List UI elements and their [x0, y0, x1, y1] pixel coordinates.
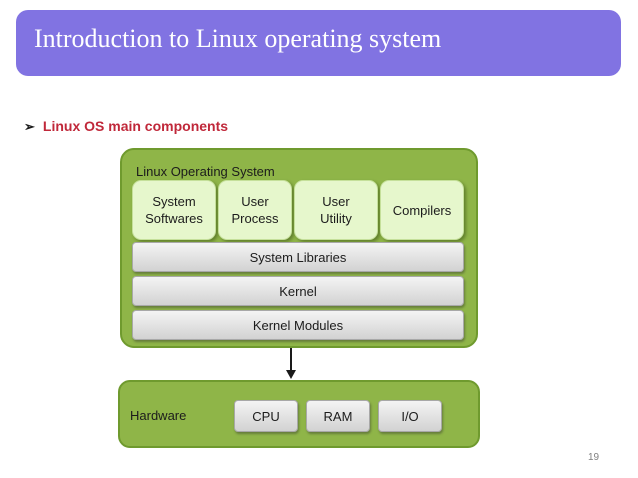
slide-title: Introduction to Linux operating system	[34, 24, 442, 53]
arrow-down-icon	[286, 370, 296, 379]
page-number: 19	[588, 452, 600, 463]
component-label-line2: Utility	[320, 211, 352, 226]
component-label-line2: Process	[231, 211, 279, 226]
component-system-softwares: System Softwares	[132, 180, 216, 240]
component-label-line1: Compilers	[392, 202, 452, 218]
component-label-line1: System	[152, 194, 196, 209]
layer-kernel: Kernel	[132, 276, 464, 306]
component-label-line1: User	[322, 194, 350, 209]
component-user-utility: User Utility	[294, 180, 378, 240]
bullet-arrow-icon: ➢	[24, 119, 35, 134]
layer-kernel-modules: Kernel Modules	[132, 310, 464, 340]
hardware-item-cpu: CPU	[234, 400, 298, 432]
component-label-line2: Softwares	[145, 211, 203, 226]
connector-arrow-line	[290, 348, 292, 372]
hardware-item-ram: RAM	[306, 400, 370, 432]
linux-os-box: Linux Operating System System Softwares …	[120, 148, 478, 348]
hardware-label: Hardware	[130, 408, 187, 423]
component-user-process: User Process	[218, 180, 292, 240]
hardware-box: Hardware CPU RAM I/O	[118, 380, 480, 448]
component-label-line1: User	[241, 194, 269, 209]
component-compilers: Compilers	[380, 180, 464, 240]
bullet-item: ➢ Linux OS main components	[24, 118, 228, 135]
os-box-label: Linux Operating System	[136, 164, 275, 179]
layer-system-libraries: System Libraries	[132, 242, 464, 272]
bullet-text: Linux OS main components	[42, 118, 229, 134]
title-bar: Introduction to Linux operating system	[16, 10, 621, 76]
hardware-item-io: I/O	[378, 400, 442, 432]
